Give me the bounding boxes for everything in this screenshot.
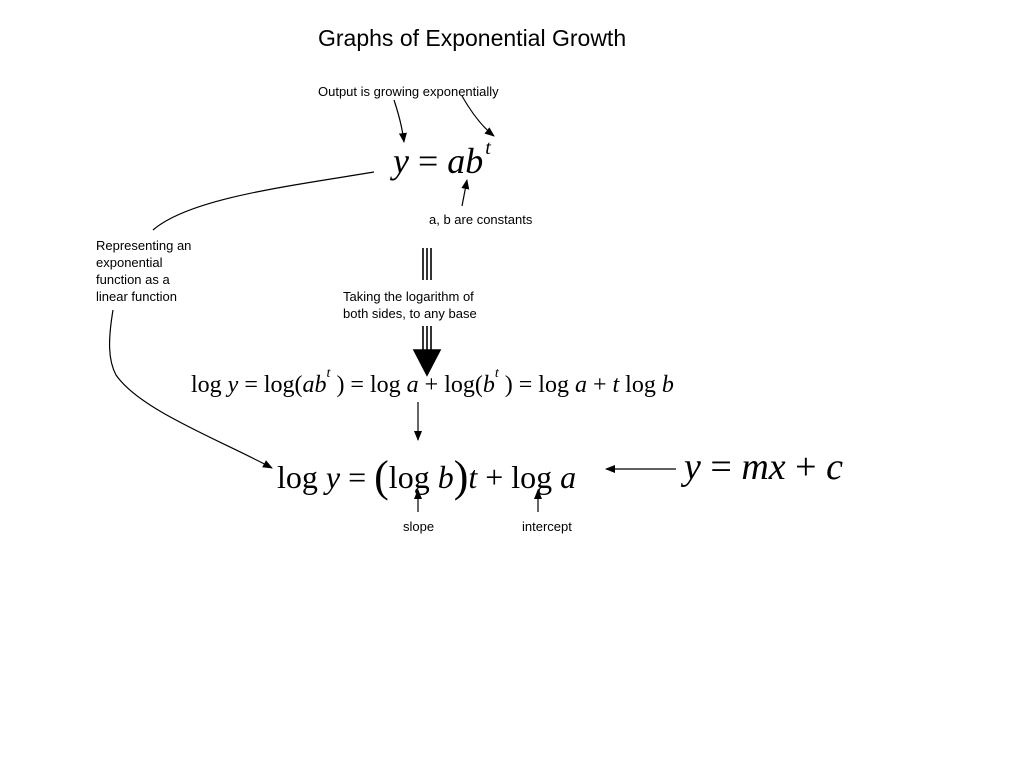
representing-line-3: function as a <box>96 272 170 287</box>
eq3-right-paren: ) <box>453 452 469 501</box>
eq2-b-2: b <box>661 372 674 398</box>
eq3-log-2: log <box>388 459 438 495</box>
eq2-equals: = <box>238 372 264 398</box>
eq1-ab: ab <box>447 141 484 181</box>
eq3-log-3: log <box>511 459 561 495</box>
representing-line-2: exponential <box>96 255 163 270</box>
representing-note: Representing an exponential function as … <box>96 237 191 305</box>
eq2-log-6: log <box>619 372 662 398</box>
eq4-equals: = <box>700 446 742 488</box>
eq2-close-1: ) = <box>330 372 370 398</box>
eq2-plus-2: + <box>586 372 613 398</box>
page-title: Graphs of Exponential Growth <box>318 25 627 51</box>
eq3-log-1: log <box>277 459 326 495</box>
eq1-y: y <box>393 141 409 181</box>
eq2-log-1: log <box>191 372 228 398</box>
linear-form-equation: log y = (log b)t + log a <box>277 448 577 501</box>
eq3-left-paren: ( <box>374 452 389 501</box>
output-growing-note: Output is growing exponentially <box>318 84 499 99</box>
constants-note: a, b are constants <box>429 212 533 227</box>
arrow-to-exponent <box>461 95 495 137</box>
eq4-mx: mx <box>741 446 786 488</box>
eq2-log-4: log( <box>444 372 483 398</box>
logarithm-equation: log y = log(abt ) = log a + log(bt ) = l… <box>191 366 674 399</box>
eq3-a: a <box>560 459 577 495</box>
eq3-t: t <box>468 459 478 495</box>
representing-line-4: linear function <box>96 289 177 304</box>
eq2-t-1: t <box>326 366 331 381</box>
eq2-log-3: log <box>369 372 407 398</box>
eq2-a-1: a <box>406 372 419 398</box>
log-step-line-1: Taking the logarithm of <box>343 289 474 304</box>
eq3-y: y <box>325 459 341 495</box>
line-equation: y = mx + c <box>684 445 843 489</box>
eq1-equals: = <box>408 141 448 181</box>
arrow-to-b <box>461 179 470 207</box>
eq4-y: y <box>684 446 701 488</box>
slope-label: slope <box>403 519 435 534</box>
log-step-line-2: both sides, to any base <box>343 306 477 321</box>
intercept-label: intercept <box>522 519 572 534</box>
eq2-log-5: log <box>538 372 575 398</box>
eq2-b-1: b <box>482 372 495 398</box>
log-step-note: Taking the logarithm of both sides, to a… <box>343 288 477 322</box>
eq3-equals: = <box>340 459 375 495</box>
eq3-b: b <box>437 459 454 495</box>
eq4-c: c <box>826 446 843 488</box>
eq3-plus: + <box>477 459 512 495</box>
curve-top-left <box>152 171 375 231</box>
eq1-t: t <box>485 137 491 159</box>
representing-line-1: Representing an <box>96 238 192 253</box>
eq2-t-2: t <box>494 366 499 381</box>
curve-to-linear-form <box>108 309 273 469</box>
eq2-t-3: t <box>612 372 620 398</box>
double-arrow-down <box>412 248 442 377</box>
eq2-plus-1: + <box>418 372 445 398</box>
eq2-ab: ab <box>302 372 327 398</box>
eq2-y: y <box>227 372 239 398</box>
eq2-a-2: a <box>574 372 587 398</box>
eq2-log-2: log( <box>263 372 303 398</box>
eq2-close-2: ) = <box>498 372 539 398</box>
eq4-plus: + <box>785 446 827 488</box>
arrow-to-y <box>393 99 407 143</box>
